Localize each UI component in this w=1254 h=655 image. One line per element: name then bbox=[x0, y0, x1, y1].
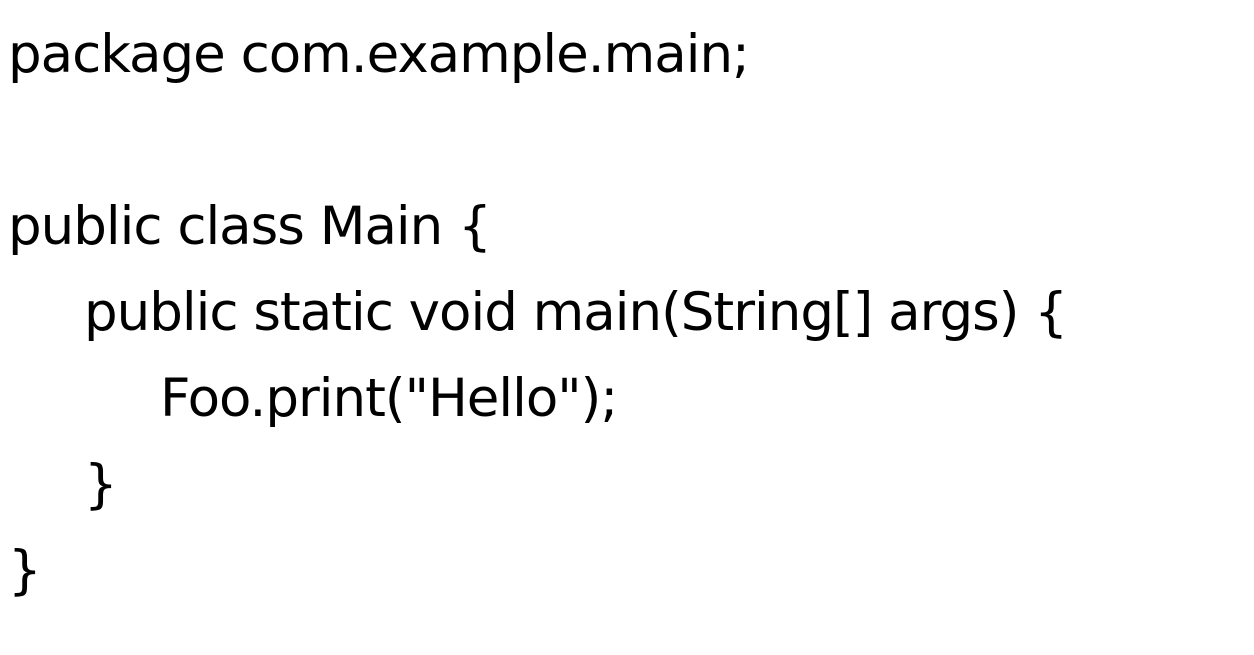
class-declaration-line: public class Main { bbox=[8, 196, 492, 257]
print-statement-line: Foo.print("Hello"); bbox=[160, 368, 618, 429]
package-declaration-line: package com.example.main; bbox=[8, 24, 750, 85]
method-closing-brace-line: } bbox=[84, 454, 118, 515]
class-closing-brace-line: } bbox=[8, 540, 42, 601]
main-method-declaration-line: public static void main(String[] args) { bbox=[84, 282, 1068, 343]
